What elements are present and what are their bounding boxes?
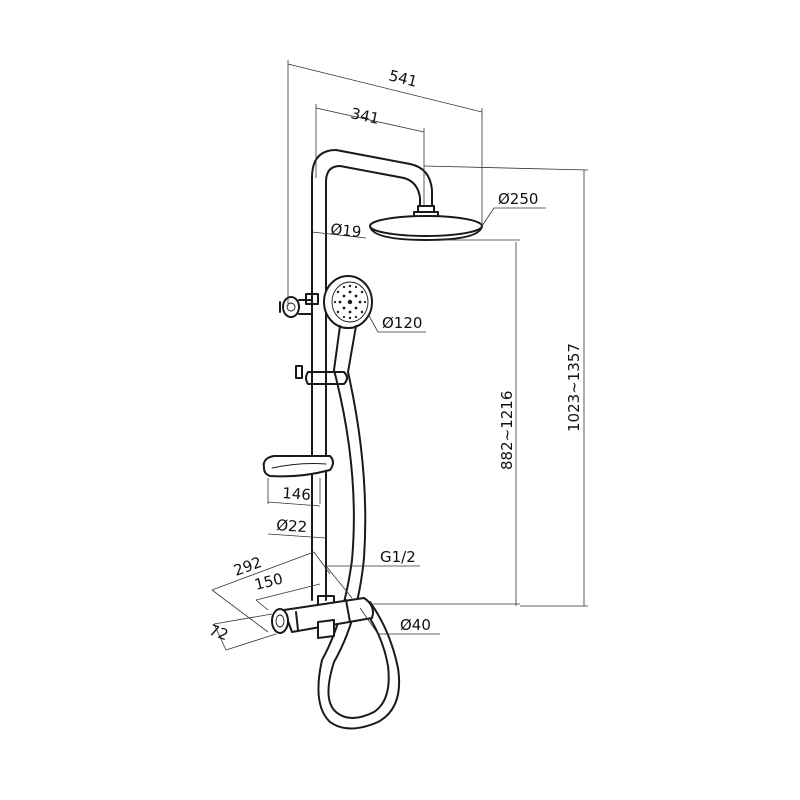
hand-shower: [323, 275, 373, 373]
dim-pipe-diameter: Ø19: [330, 220, 363, 241]
dim-soap-dish-width: 146: [282, 484, 312, 504]
shower-outline: [262, 149, 483, 730]
dimension-labels: 541 341 Ø250 Ø19 Ø120 146 Ø22 292 150 72…: [207, 66, 583, 644]
dim-arm-length: 341: [349, 104, 381, 128]
hand-shower-holder: [305, 293, 319, 305]
shower-hose: [317, 369, 401, 730]
dim-thread: G1/2: [380, 548, 416, 566]
dim-rail-diameter: Ø22: [276, 516, 308, 536]
dim-overall-width: 541: [387, 66, 419, 90]
rail-bend: [311, 149, 341, 183]
shower-rail: [311, 177, 327, 601]
wall-bracket-top: [279, 296, 313, 318]
dim-head-diameter: Ø250: [498, 190, 538, 208]
dim-hand-shower-diameter: Ø120: [382, 314, 422, 332]
rain-shower-head: [369, 215, 483, 241]
soap-dish: [262, 455, 334, 478]
slider-bracket: [295, 365, 348, 385]
thermostatic-mixer: [271, 597, 374, 639]
dim-total-height: 1023~1357: [565, 343, 583, 432]
overhead-arm: [335, 149, 433, 207]
dim-head-height: 882~1216: [498, 391, 516, 470]
dim-mixer-depth: 72: [207, 621, 231, 644]
dim-mixer-diameter: Ø40: [400, 616, 431, 634]
dimension-lines: [211, 60, 589, 651]
